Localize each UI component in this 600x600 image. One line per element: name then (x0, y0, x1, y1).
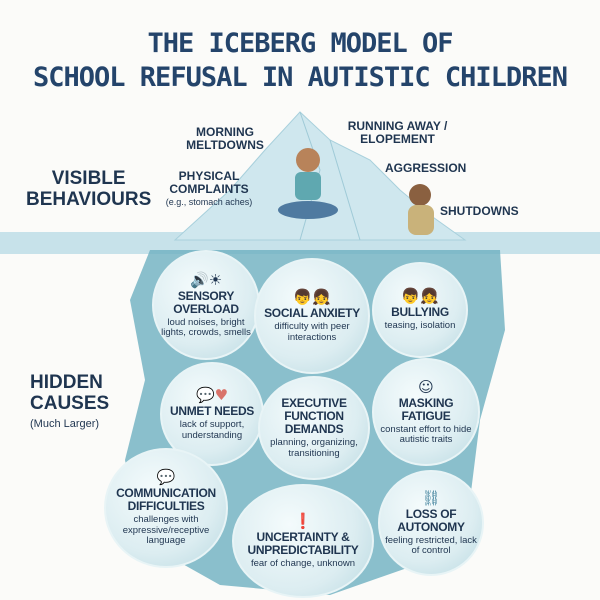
exclamation-icon: ❗ (293, 511, 313, 530)
behaviour-physical-complaints: PHYSICAL COMPLAINTS(e.g., stomach aches) (155, 170, 263, 209)
child-figure-body (295, 172, 321, 200)
chain-icon: ⛓ (421, 488, 441, 507)
child-figure-head (296, 148, 320, 172)
mask-face-icon: ☺ (418, 377, 434, 396)
cause-title: UNCERTAINTY & UNPREDICTABILITY (247, 529, 359, 557)
cause-title: LOSS OF AUTONOMY (397, 506, 465, 534)
cause-title: SENSORY OVERLOAD (173, 288, 239, 316)
cause-desc: fear of change, unknown (250, 557, 356, 569)
visible-heading-line1: VISIBLE (51, 168, 126, 189)
cause-desc: challenges with expressive/receptive lan… (122, 514, 210, 547)
cause-desc: planning, organizing, transitioning (270, 437, 358, 459)
hidden-heading-line2: CAUSES (30, 393, 110, 414)
speech-bubbles-icon: 💬 (156, 468, 176, 487)
cause-desc: difficulty with peer interactions (274, 321, 350, 343)
cause-desc: teasing, isolation (384, 320, 456, 332)
speech-heart-icon: 💬♥ (195, 386, 229, 404)
hidden-causes-heading: HIDDEN CAUSES (Much Larger) (30, 372, 109, 435)
cause-title: MASKING FATIGUE (398, 395, 454, 423)
cause-title: SOCIAL ANXIETY (264, 306, 360, 320)
cause-desc: lack of support, understanding (179, 419, 245, 441)
behaviour-aggression: AGGRESSION (385, 161, 467, 175)
title-line-2: SCHOOL REFUSAL IN AUTISTIC CHILDREN (33, 62, 568, 93)
children-icon: 👦👧 (293, 288, 331, 306)
visible-behaviours-heading: VISIBLE BEHAVIOURS (26, 168, 151, 210)
cause-desc: loud noises, bright lights, crowds, smel… (161, 316, 251, 338)
physical-complaints-label: PHYSICAL COMPLAINTS (169, 169, 249, 196)
speaker-sun-icon: 🔊☀ (189, 270, 223, 289)
physical-complaints-note: (e.g., stomach aches) (165, 197, 253, 207)
hidden-causes-note: (Much Larger) (30, 418, 100, 430)
cause-title: UNMET NEEDS (169, 404, 255, 418)
visible-heading-line2: BEHAVIOURS (26, 189, 152, 210)
children-icon: 👦👧 (401, 287, 439, 306)
cause-title: COMMUNICATION DIFFICULTIES (116, 486, 216, 514)
cause-desc: feeling restricted, lack of control (385, 534, 477, 556)
behaviour-running-away: RUNNING AWAY / ELOPEMENT (347, 119, 448, 146)
cause-desc: constant effort to hide autistic traits (380, 423, 472, 445)
behaviour-morning-meltdowns: MORNING MELTDOWNS (186, 125, 264, 152)
behaviour-shutdowns: SHUTDOWNS (440, 204, 519, 218)
title-line-1: THE ICEBERG MODEL OF (147, 28, 453, 59)
cause-title: BULLYING (391, 305, 449, 320)
hidden-heading-line1: HIDDEN (30, 372, 103, 393)
cause-title: EXECUTIVE FUNCTION DEMANDS (281, 396, 347, 436)
child-figure-2-head (409, 184, 431, 206)
